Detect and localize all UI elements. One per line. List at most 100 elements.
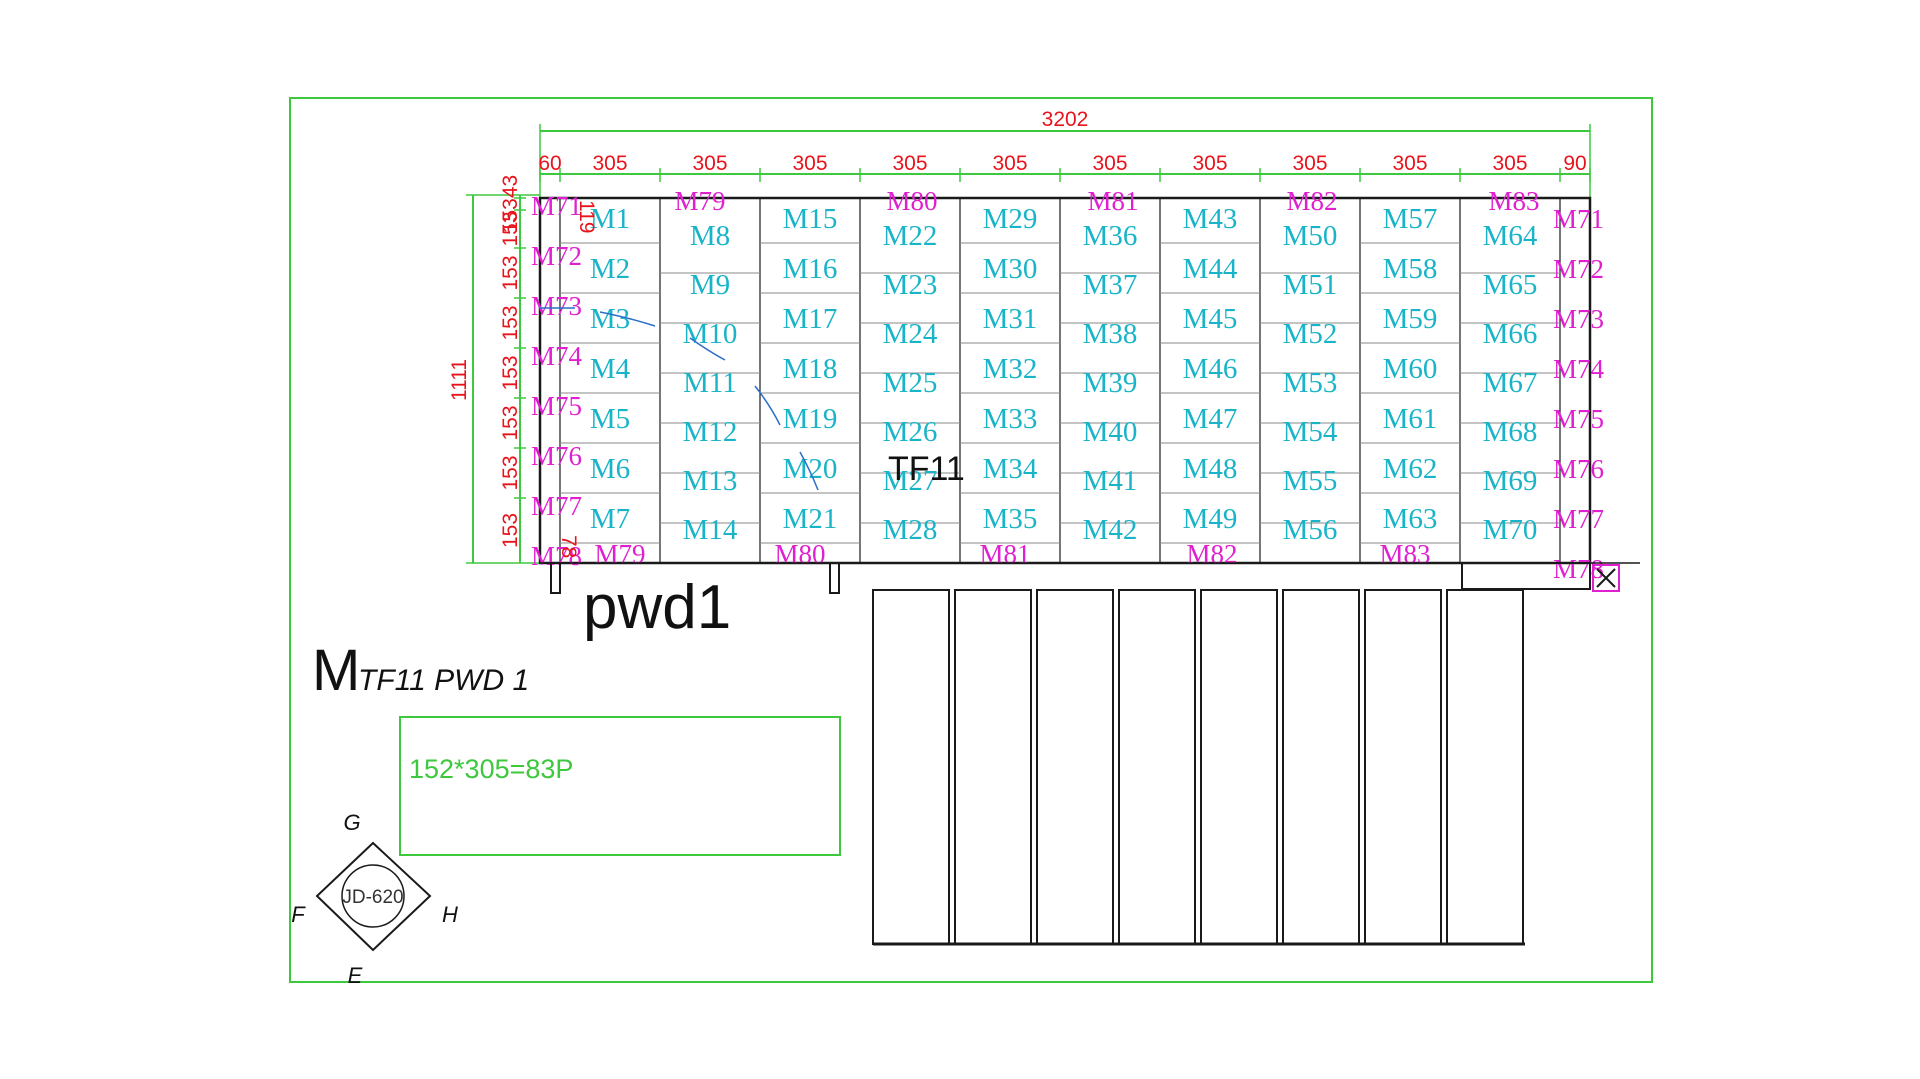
bottom-strip-label: M81 [979,539,1030,569]
tile-label: M22 [883,220,938,252]
door-openings [540,562,1640,594]
column-width-label: 305 [992,152,1027,175]
panel [1118,589,1196,945]
row-height-label: 153 [499,211,522,246]
tile-label: M10 [683,318,738,350]
small-dim-top: 119 [575,200,598,233]
tile-label: M70 [1483,514,1538,546]
top-strip-label: M79 [674,186,725,216]
tile-label: M67 [1483,367,1538,399]
tile-label: M23 [883,269,938,301]
top-strip-label: M80 [886,186,937,216]
panel [1446,589,1524,945]
tile-label: M40 [1083,416,1138,448]
room-label: TF11 [888,450,965,488]
edge-left-label: M74 [531,341,583,371]
compass-right: H [442,902,458,927]
panel [872,589,950,945]
column-width-label: 305 [892,152,927,175]
tile-label: M30 [983,253,1038,285]
bottom-strip-label: M83 [1379,539,1430,569]
column-width-label: 90 [1563,152,1586,175]
tile-label: M58 [1383,253,1438,285]
panel [1364,589,1442,945]
compass-bottom: E [348,963,363,988]
row-height-label: 153 [499,513,522,548]
tile-label: M36 [1083,220,1138,252]
tile-label: M59 [1383,303,1438,335]
tile-label: M45 [1183,303,1238,335]
tile-label: M34 [983,453,1038,485]
tile-label: M51 [1283,269,1338,301]
edge-left-label: M78 [531,541,582,571]
tile-label: M11 [683,367,737,399]
tile-label: M56 [1283,514,1338,546]
compass-left: F [291,902,306,927]
edge-left-label: M73 [531,291,582,321]
tile-label: M8 [690,220,730,252]
tile-label: M42 [1083,514,1138,546]
edge-right-label: M76 [1553,454,1604,484]
overall-dimension: 3202 [539,108,1591,198]
bottom-strip-label: M80 [774,539,825,569]
tile-label: M1 [590,203,630,235]
tile-label: M31 [983,303,1038,335]
tile-label: M54 [1283,416,1338,448]
tile-label: M44 [1183,253,1238,285]
tile-label: M3 [590,303,630,335]
edge-left-label: M77 [531,491,582,521]
tile-label: M27 [883,465,938,497]
edge-right-label: M78 [1553,554,1604,584]
edge-left-label: M71 [531,191,582,221]
row-height-label: 153 [499,305,522,340]
tile-label: M15 [783,203,838,235]
tile-label: M38 [1083,318,1138,350]
panel [1036,589,1114,945]
tile-label: M48 [1183,453,1238,485]
top-strip-label: M81 [1087,186,1138,216]
tile-label: M20 [783,453,838,485]
tile-label: M68 [1483,416,1538,448]
tile-label: M29 [983,203,1038,235]
column-width-label: 305 [592,152,627,175]
panel [954,589,1032,945]
tile-label: M6 [590,453,630,485]
panel-stack [872,589,1525,946]
title-small: TF11 PWD 1 [358,664,529,697]
edge-left-label: M75 [531,391,582,421]
edge-right-label: M74 [1553,354,1605,384]
pwd-label: pwd1 [583,573,731,642]
tile-label: M32 [983,353,1038,385]
tile-label: M24 [883,318,938,350]
bottom-strip-label: M82 [1186,539,1237,569]
tile-label: M41 [1083,465,1138,497]
column-width-label: 305 [1192,152,1227,175]
overall-width-label: 3202 [1042,108,1089,131]
edge-left-label: M76 [531,441,582,471]
tile-label: M69 [1483,465,1538,497]
row-height-label: 153 [499,355,522,390]
column-width-label: 305 [1492,152,1527,175]
edge-right-label: M77 [1553,504,1604,534]
column-width-label: 305 [1092,152,1127,175]
small-dim-bottom: 78 [557,535,580,558]
row-height-label: 15343 [499,175,522,233]
tile-label: M66 [1483,318,1538,350]
panel [1282,589,1360,945]
tile-label: M46 [1183,353,1238,385]
tile-label: M53 [1283,367,1338,399]
column-width-label: 305 [692,152,727,175]
drawing-frame [289,97,1653,983]
top-strip-label: M83 [1488,186,1539,216]
bottom-strip-label: M79 [594,539,645,569]
compass-top: G [343,810,360,835]
tile-label: M43 [1183,203,1238,235]
top-strip-label: M82 [1286,186,1337,216]
tile-label: M33 [983,403,1038,435]
tile-label: M39 [1083,367,1138,399]
edge-right-label: M72 [1553,254,1604,284]
tile-label: M25 [883,367,938,399]
column-width-label: 305 [792,152,827,175]
